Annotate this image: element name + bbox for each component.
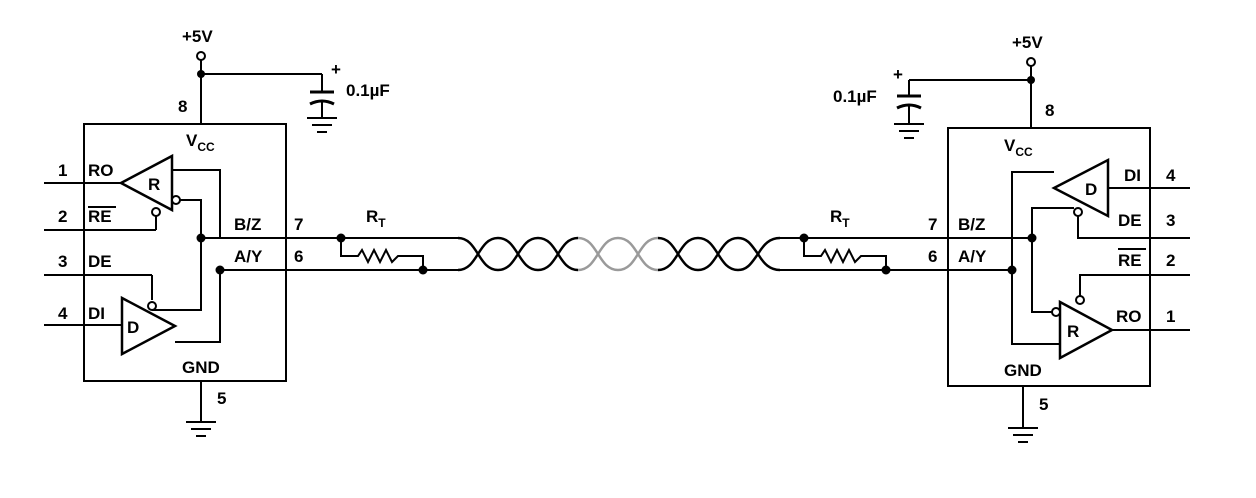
left-receiver-triangle [118, 153, 174, 213]
right-pin-a: 6 [928, 247, 937, 266]
left-supply-label: +5V [182, 27, 213, 46]
twist-segment-1b [457, 236, 579, 272]
right-di-label: DI [1124, 166, 1141, 185]
right-supply-terminal [1026, 57, 1036, 67]
left-pin-de: 3 [58, 252, 67, 271]
right-internal-inv-wire [1031, 207, 1074, 313]
left-rt-label: RT [366, 207, 386, 230]
right-de-label: DE [1118, 211, 1142, 230]
right-receiver-triangle [1058, 299, 1115, 361]
right-driver-triangle [1051, 157, 1110, 219]
right-gnd-label: GND [1004, 361, 1042, 380]
right-transceiver: +5V + 0.1µF 8 VCC GND 5 4 D [780, 33, 1190, 443]
right-receiver-inv-bubble [1051, 307, 1061, 317]
left-supply-terminal [196, 51, 206, 61]
right-rt-label: RT [830, 207, 850, 230]
left-ro-label: RO [88, 161, 114, 180]
left-driver-enable-bubble [147, 301, 157, 311]
left-internal-b-wire [172, 169, 221, 238]
left-receiver-label: R [148, 175, 160, 194]
left-pin-ro: 1 [58, 161, 67, 180]
left-pin-b: 7 [294, 215, 303, 234]
right-termination-resistor [803, 238, 887, 270]
right-a-label: A/Y [958, 247, 987, 266]
right-pin-gnd: 5 [1039, 395, 1048, 414]
right-receiver-enable-bubble [1075, 295, 1085, 305]
twisted-pair-cable [457, 236, 781, 272]
left-gnd-label: GND [182, 358, 220, 377]
left-di-label: DI [88, 304, 105, 323]
right-supply-label: +5V [1012, 33, 1043, 52]
right-cap-plus: + [893, 65, 903, 84]
twist-segment-2b [577, 236, 659, 272]
left-internal-inv-wire [152, 199, 202, 311]
right-vcc-label: VCC [1004, 136, 1033, 159]
right-pin-b: 7 [928, 215, 937, 234]
right-pin-ro: 1 [1166, 307, 1175, 326]
right-pin-di: 4 [1166, 166, 1176, 185]
left-pin-vcc: 8 [178, 97, 187, 116]
left-driver-triangle [120, 295, 178, 357]
right-pin-vcc: 8 [1045, 101, 1054, 120]
right-receiver-label: R [1067, 322, 1079, 341]
left-cap-plus: + [331, 60, 341, 79]
right-b-label: B/Z [958, 215, 985, 234]
left-receiver-inv-bubble [171, 195, 181, 205]
left-a-label: A/Y [234, 247, 263, 266]
twist-segment-3b [657, 236, 760, 272]
right-pin-de: 3 [1166, 211, 1175, 230]
left-pin-di: 4 [58, 304, 68, 323]
right-de-wire [1077, 216, 1190, 239]
right-driver-label: D [1085, 180, 1097, 199]
right-cap-value: 0.1µF [833, 87, 877, 106]
right-ro-label: RO [1116, 307, 1142, 326]
left-chip-outline [83, 123, 287, 382]
right-internal-a-wire-2 [1011, 270, 1060, 345]
left-vcc-label: VCC [186, 131, 215, 154]
left-de-label: DE [88, 252, 112, 271]
right-chip-outline [947, 127, 1151, 387]
left-internal-a-wire [175, 270, 221, 343]
left-cap-value: 0.1µF [346, 81, 390, 100]
right-re-label: RE [1118, 251, 1142, 270]
twist-segment-2a [577, 236, 659, 272]
left-driver-label: D [127, 318, 139, 337]
left-termination-resistor [340, 238, 424, 270]
right-pin-re: 2 [1166, 251, 1175, 270]
left-pin-a: 6 [294, 247, 303, 266]
left-bypass-capacitor [307, 90, 337, 133]
left-pin-re: 2 [58, 207, 67, 226]
right-ground-symbol [1008, 427, 1038, 443]
left-re-label: RE [88, 207, 112, 226]
left-ground-symbol [186, 421, 216, 437]
right-bypass-capacitor [894, 94, 924, 139]
left-receiver-enable-bubble [151, 207, 161, 217]
right-re-wire [1079, 274, 1190, 296]
right-driver-enable-bubble [1073, 207, 1083, 217]
left-pin-gnd: 5 [217, 389, 226, 408]
left-b-label: B/Z [234, 215, 261, 234]
left-transceiver: +5V + 0.1µF 8 VCC GND 5 1 [44, 27, 458, 437]
